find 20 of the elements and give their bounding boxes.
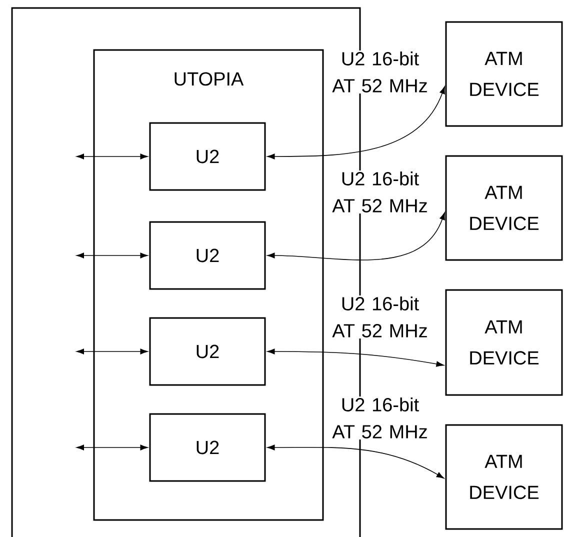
port-box: U2 — [149, 413, 266, 482]
edge-label: U2 16-bit AT 52 MHz — [325, 50, 435, 94]
arrow — [267, 348, 444, 367]
edge-label: U2 16-bit AT 52 MHz — [325, 296, 435, 338]
arrow — [267, 444, 444, 478]
port-box: U2 — [149, 221, 266, 290]
device-box: ATM DEVICE — [445, 155, 563, 261]
port-box: U2 — [149, 317, 266, 386]
device-box: ATM DEVICE — [445, 424, 563, 530]
device-box: ATM DEVICE — [445, 21, 563, 127]
port-box: U2 — [149, 122, 266, 191]
device-box: ATM DEVICE — [445, 289, 563, 396]
arrow — [76, 348, 148, 354]
arrow — [76, 154, 148, 160]
edge-label: U2 16-bit AT 52 MHz — [325, 170, 435, 214]
arrow — [76, 252, 148, 258]
arrow — [267, 212, 446, 260]
arrow — [267, 86, 446, 160]
arrow — [76, 444, 148, 450]
edge-label: U2 16-bit AT 52 MHz — [325, 396, 435, 440]
